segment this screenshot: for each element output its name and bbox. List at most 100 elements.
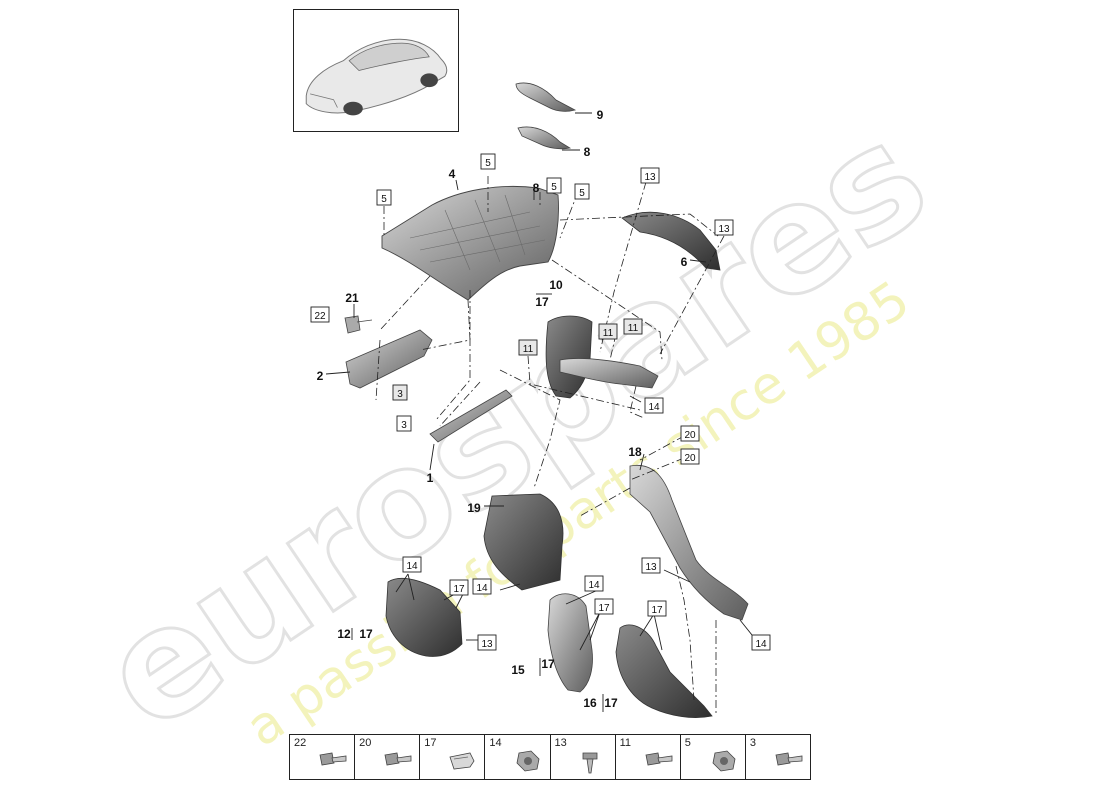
callout-13: 13 <box>641 557 661 574</box>
callout-box <box>574 183 590 200</box>
callout-number: 3 <box>401 420 407 431</box>
callout-box <box>396 415 412 432</box>
callout-number: 8 <box>584 145 591 159</box>
callout-17: 17 <box>359 627 373 641</box>
callout-14: 14 <box>472 578 492 595</box>
part-19-heat-shield <box>483 493 564 591</box>
callout-box <box>402 556 422 573</box>
callout-box <box>644 397 664 414</box>
fastener-cell: 14 <box>485 735 551 779</box>
callout-12: 12 <box>337 627 351 641</box>
callout-15: 15 <box>511 663 525 677</box>
callout-17: 17 <box>449 579 469 596</box>
callout-number: 12 <box>337 627 351 641</box>
fastener-cell: 13 <box>551 735 616 779</box>
part-9-heat-shield <box>515 82 577 112</box>
callout-number: 10 <box>549 278 563 292</box>
part-1-heat-shield <box>429 389 513 443</box>
fastener-cell: 20 <box>355 735 421 779</box>
callout-11: 11 <box>623 318 643 335</box>
callout-14: 14 <box>584 575 604 592</box>
callout-number: 14 <box>476 583 488 594</box>
callout-box <box>546 177 562 194</box>
callout-20: 20 <box>680 425 700 442</box>
callout-number: 17 <box>651 605 663 616</box>
callout-number: 19 <box>467 501 481 515</box>
callout-2: 2 <box>317 369 324 383</box>
callout-box <box>751 634 771 651</box>
callout-number: 11 <box>523 344 534 355</box>
callout-21: 21 <box>345 291 359 305</box>
callout-3: 3 <box>396 415 412 432</box>
callout-number: 5 <box>485 158 491 169</box>
callout-number: 11 <box>603 328 614 339</box>
callout-number: 13 <box>645 562 657 573</box>
callout-1: 1 <box>427 471 434 485</box>
callout-8: 8 <box>533 181 540 195</box>
callout-number: 11 <box>628 323 639 334</box>
callout-number: 21 <box>345 291 359 305</box>
callout-14: 14 <box>751 634 771 651</box>
callout-17: 17 <box>604 696 618 710</box>
callout-box <box>640 167 660 184</box>
callout-number: 8 <box>533 181 540 195</box>
callout-number: 20 <box>684 430 696 441</box>
part-4-main-heat-shield <box>381 185 559 301</box>
fastener-cell: 22 <box>290 735 356 779</box>
nut-icon <box>705 745 741 777</box>
part-12-heat-shield <box>385 577 463 657</box>
fastener-number: 22 <box>294 737 307 749</box>
callout-13: 13 <box>477 634 497 651</box>
callout-17: 17 <box>647 600 667 617</box>
callout-20: 20 <box>680 448 700 465</box>
callout-14: 14 <box>402 556 422 573</box>
fastener-number: 17 <box>424 737 437 749</box>
fastener-cell: 5 <box>681 735 746 779</box>
part-16-heat-shield <box>615 624 713 718</box>
callout-number: 17 <box>535 295 549 309</box>
part-6-heat-shield <box>621 211 721 271</box>
callout-8: 8 <box>584 145 591 159</box>
callout-13: 13 <box>640 167 660 184</box>
callout-number: 22 <box>314 311 326 322</box>
callout-box <box>623 318 643 335</box>
callout-number: 5 <box>551 182 557 193</box>
fastener-cell: 17 <box>420 735 486 779</box>
callout-number: 5 <box>381 194 387 205</box>
fastener-cell: 11 <box>616 735 681 779</box>
callout-number: 1 <box>427 471 434 485</box>
callout-10: 10 <box>549 278 563 292</box>
bolt-icon <box>314 745 350 777</box>
callout-box <box>472 578 492 595</box>
callout-number: 17 <box>541 657 555 671</box>
part-8-heat-shield <box>517 126 572 150</box>
clip-icon <box>444 745 480 777</box>
callout-box <box>594 598 614 615</box>
callout-box <box>477 634 497 651</box>
callout-11: 11 <box>598 323 618 340</box>
callout-number: 9 <box>597 108 604 122</box>
callout-number: 14 <box>755 639 767 650</box>
callout-5: 5 <box>376 189 392 206</box>
callout-18: 18 <box>628 445 642 459</box>
callout-5: 5 <box>574 183 590 200</box>
callout-box <box>480 153 496 170</box>
callout-17: 17 <box>594 598 614 615</box>
callout-number: 14 <box>648 402 660 413</box>
callout-box <box>680 425 700 442</box>
callout-box <box>584 575 604 592</box>
callout-4: 4 <box>449 167 456 181</box>
callout-9: 9 <box>597 108 604 122</box>
callout-number: 17 <box>359 627 373 641</box>
callout-box <box>598 323 618 340</box>
callout-number: 13 <box>481 639 493 650</box>
part-15-heat-shield <box>547 593 593 693</box>
callout-16: 16 <box>583 696 597 710</box>
callout-box <box>641 557 661 574</box>
callout-number: 17 <box>598 603 610 614</box>
callout-box <box>392 384 408 401</box>
callout-box <box>310 306 330 323</box>
callout-box <box>714 219 734 236</box>
